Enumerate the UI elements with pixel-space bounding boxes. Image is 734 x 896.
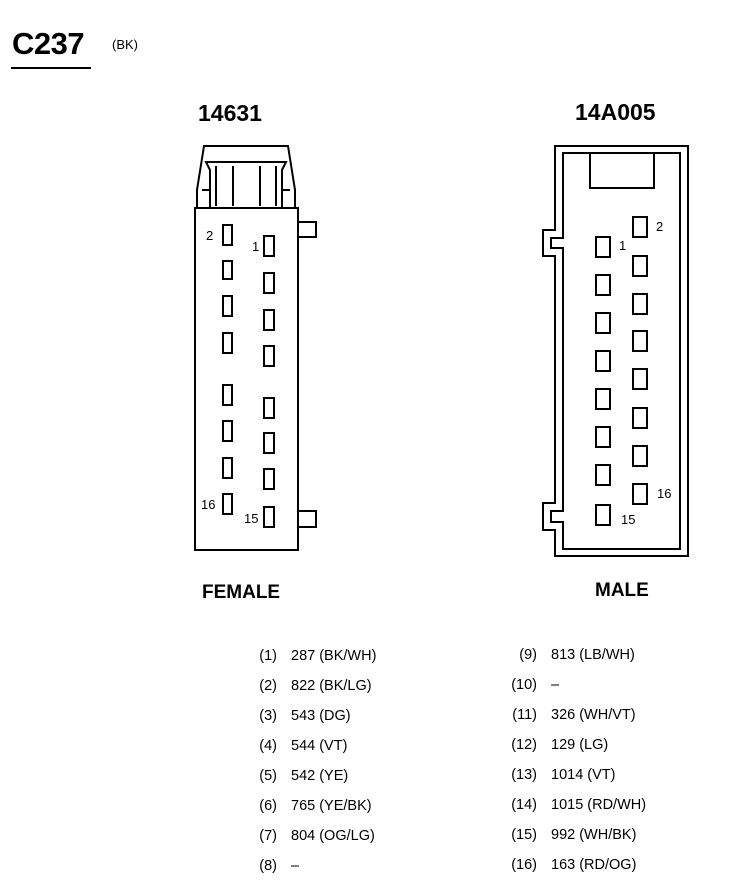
wiring-circuit: – <box>291 858 300 874</box>
male-pin-label-1: 1 <box>619 238 626 253</box>
title-underline <box>11 67 91 69</box>
wiring-pin-number: (6) <box>259 798 277 814</box>
female-pin-label-2: 2 <box>206 228 213 243</box>
female-pin-label-16: 16 <box>201 497 215 512</box>
wiring-pin-number: (16) <box>511 857 537 873</box>
wiring-pin-number: (15) <box>511 827 537 843</box>
wiring-pin-number: (11) <box>512 707 537 723</box>
male-pin-label-2: 2 <box>656 219 663 234</box>
male-connector-housing <box>542 145 689 557</box>
male-label: MALE <box>595 580 649 601</box>
wiring-circuit: 163 (RD/OG) <box>551 857 637 873</box>
wiring-circuit: 765 (YE/BK) <box>291 798 372 814</box>
wiring-circuit: 543 (DG) <box>291 708 351 724</box>
wiring-pin-number: (2) <box>259 678 277 694</box>
female-pin-label-1: 1 <box>252 239 259 254</box>
male-part-number: 14A005 <box>575 99 656 125</box>
wiring-circuit: 129 (LG) <box>551 737 609 753</box>
wiring-circuit: 1015 (RD/WH) <box>551 797 647 813</box>
wiring-pin-number: (8) <box>259 858 277 874</box>
wiring-circuit: 326 (WH/VT) <box>551 707 636 723</box>
wiring-pin-number: (7) <box>259 828 277 844</box>
wiring-circuit: 822 (BK/LG) <box>291 678 372 694</box>
wiring-circuit: 287 (BK/WH) <box>291 648 377 664</box>
connector-id: C237 <box>12 26 85 61</box>
wiring-circuit: – <box>551 677 560 693</box>
wiring-pin-number: (10) <box>511 677 537 693</box>
female-part-number: 14631 <box>198 100 262 126</box>
male-pin-label-16: 16 <box>657 486 671 501</box>
wiring-pin-number: (3) <box>259 708 277 724</box>
wiring-pin-number: (4) <box>259 738 277 754</box>
wiring-pin-number: (9) <box>519 647 537 663</box>
connector-color-code: (BK) <box>112 37 138 52</box>
wiring-circuit: 1014 (VT) <box>551 767 616 783</box>
wiring-pin-number: (13) <box>511 767 537 783</box>
wiring-circuit: 542 (YE) <box>291 768 349 784</box>
male-pin-cavities <box>595 216 648 526</box>
wiring-circuit: 992 (WH/BK) <box>551 827 637 843</box>
wiring-pin-number: (5) <box>259 768 277 784</box>
female-connector-housing <box>194 145 317 551</box>
male-pin-label-15: 15 <box>621 512 635 527</box>
wiring-circuit: 804 (OG/LG) <box>291 828 375 844</box>
female-label: FEMALE <box>202 582 281 603</box>
female-pin-cavities <box>222 224 275 528</box>
wiring-circuit: 813 (LB/WH) <box>551 647 635 663</box>
wiring-circuit: 544 (VT) <box>291 738 348 754</box>
wiring-pin-number: (1) <box>259 648 277 664</box>
female-pin-label-15: 15 <box>244 511 258 526</box>
wiring-pin-number: (14) <box>511 797 537 813</box>
wiring-pin-number: (12) <box>511 737 537 753</box>
